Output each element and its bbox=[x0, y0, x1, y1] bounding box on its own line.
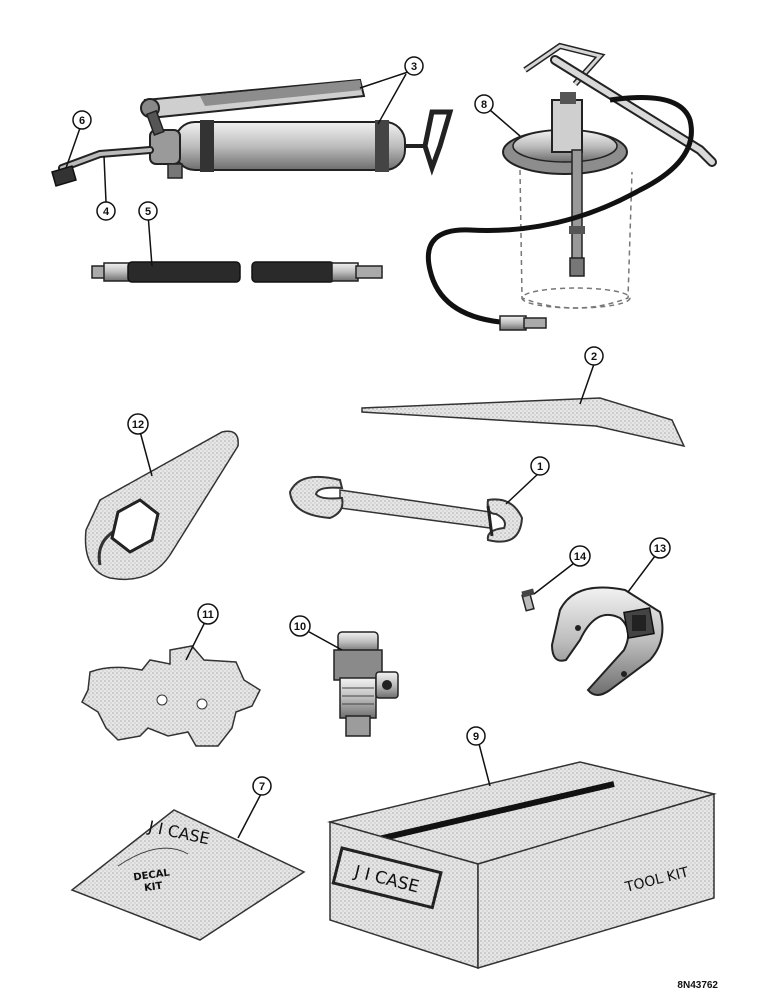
callout-5-label: 5 bbox=[145, 206, 151, 218]
leader-lines bbox=[65, 71, 659, 839]
gasket bbox=[81, 645, 261, 747]
callout-6-label: 6 bbox=[79, 115, 85, 127]
decal-stamp-line2: KIT bbox=[143, 881, 163, 894]
callout-13-label: 13 bbox=[654, 543, 666, 555]
callout-6: 6 bbox=[72, 110, 92, 130]
decal-kit: J I CASE DECAL KIT bbox=[70, 809, 306, 941]
bucket-pump bbox=[426, 42, 717, 331]
callout-8: 8 bbox=[474, 94, 494, 114]
brand-plate bbox=[331, 846, 443, 910]
callout-5: 5 bbox=[138, 201, 158, 221]
callout-7: 7 bbox=[252, 776, 272, 796]
callout-4-label: 4 bbox=[103, 206, 110, 218]
callout-13: 13 bbox=[649, 537, 671, 559]
callout-7-label: 7 bbox=[259, 781, 265, 793]
callout-9-label: 9 bbox=[473, 731, 479, 743]
callout-1-label: 1 bbox=[537, 461, 543, 473]
callout-2: 2 bbox=[584, 346, 604, 366]
tool-box: J I CASE TOOL KIT bbox=[327, 761, 717, 970]
callout-1: 1 bbox=[530, 456, 550, 476]
reference-code: 8N43762 bbox=[677, 980, 718, 991]
callout-2-label: 2 bbox=[591, 351, 597, 363]
callout-10: 10 bbox=[289, 615, 311, 637]
hex-wrench bbox=[84, 430, 239, 581]
callout-12: 12 bbox=[127, 413, 149, 435]
callout-11-label: 11 bbox=[202, 609, 214, 621]
callout-10-label: 10 bbox=[294, 621, 306, 633]
callout-12-label: 12 bbox=[132, 419, 144, 431]
pin bbox=[521, 588, 535, 612]
callout-14-label: 14 bbox=[574, 551, 587, 563]
callout-4: 4 bbox=[96, 201, 116, 221]
tee-fitting bbox=[333, 631, 399, 737]
callout-8-label: 8 bbox=[481, 99, 487, 111]
grease-hose bbox=[91, 261, 383, 283]
callout-3: 3 bbox=[404, 56, 424, 76]
pry-bar bbox=[361, 397, 686, 448]
open-end-wrench bbox=[288, 476, 524, 543]
grease-gun bbox=[51, 78, 454, 187]
callout-11: 11 bbox=[197, 603, 219, 625]
callout-3-label: 3 bbox=[411, 61, 417, 73]
clamp-yoke bbox=[550, 586, 664, 696]
callout-9: 9 bbox=[466, 726, 486, 746]
callout-14: 14 bbox=[569, 545, 591, 567]
decal-stamp-line1: DECAL bbox=[133, 867, 171, 883]
